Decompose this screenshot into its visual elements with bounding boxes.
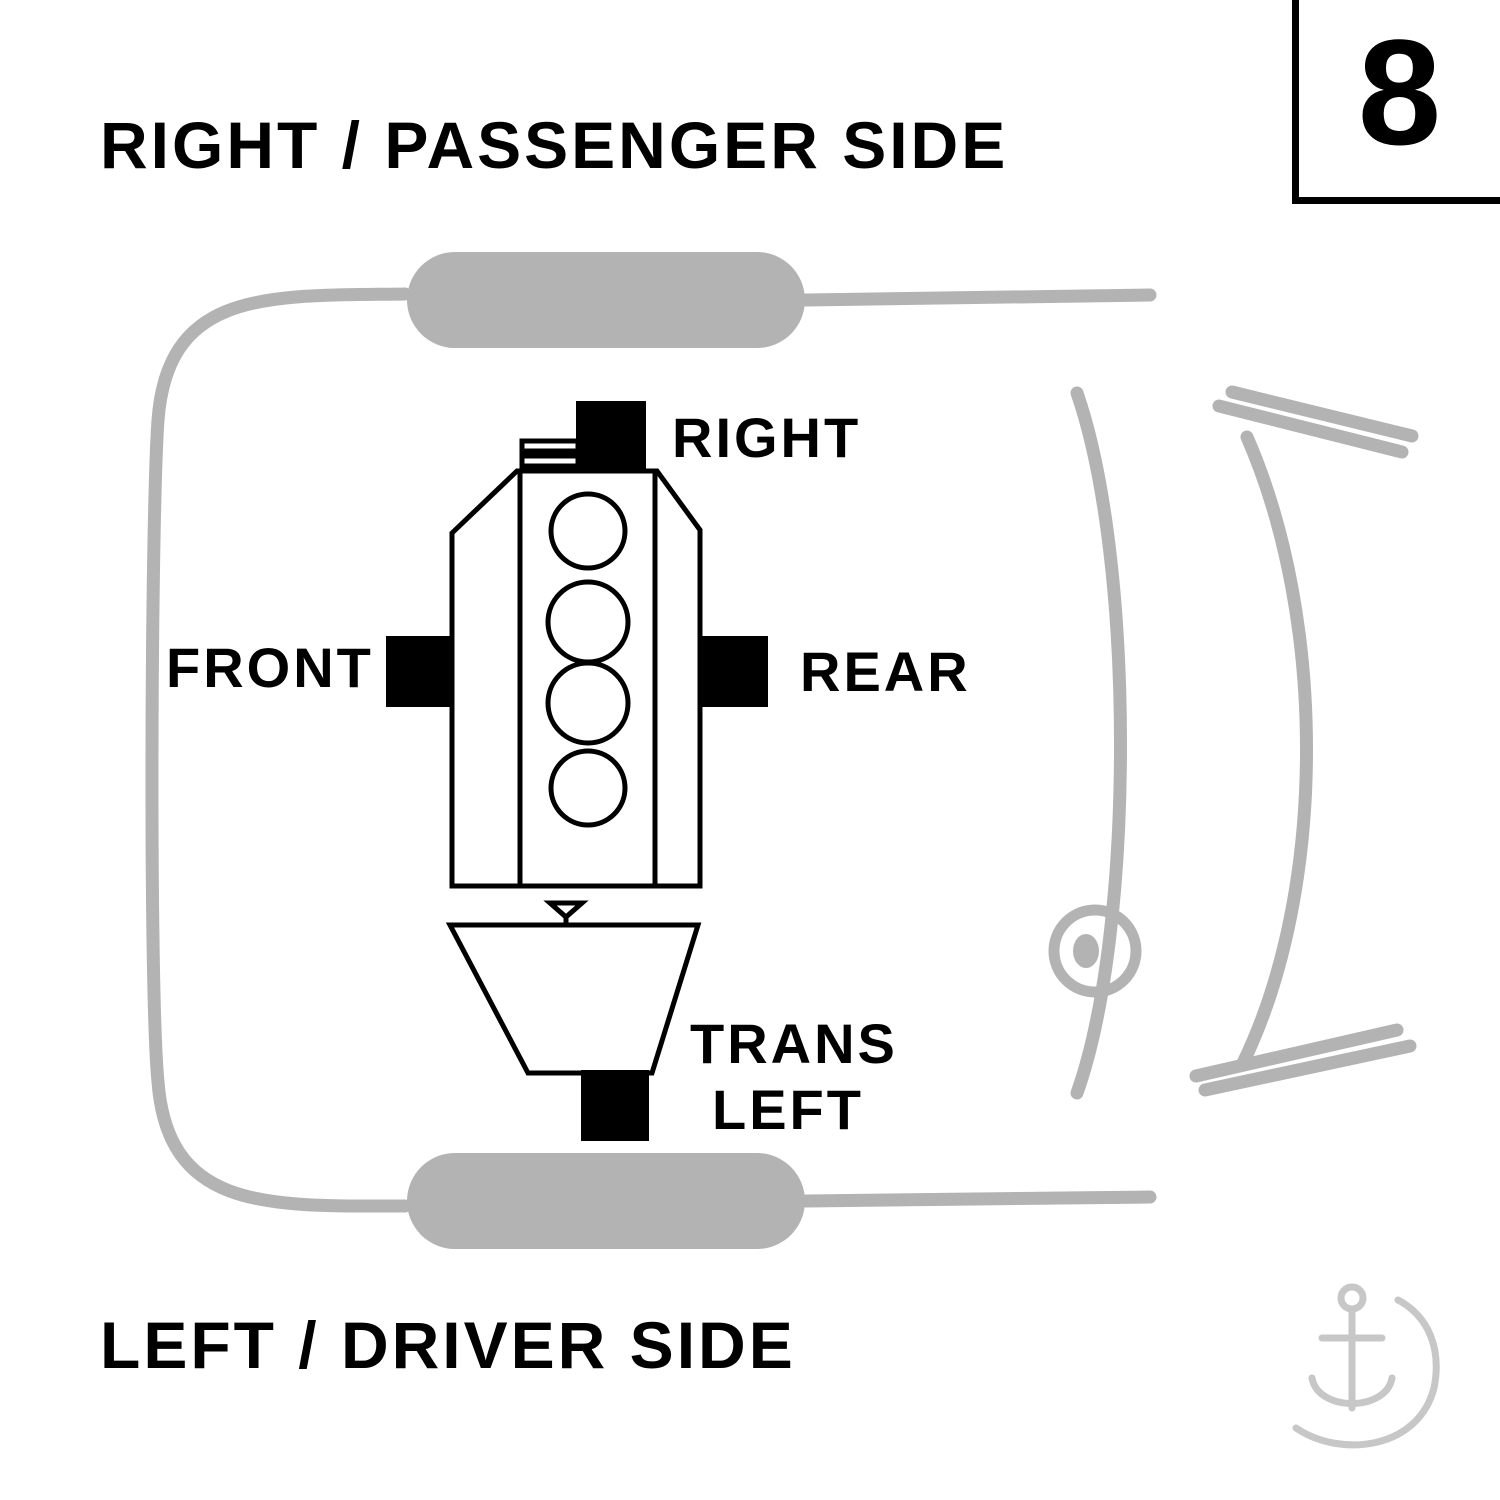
bottom-side-label: LEFT / DRIVER SIDE [100,1308,796,1382]
top-side-label: RIGHT / PASSENGER SIDE [100,108,1009,182]
mount-label-right: RIGHT [672,406,862,469]
funnel-marker [543,900,589,925]
engine-group [445,438,703,1076]
mount-label-rear: REAR [800,640,971,703]
a-pillar-line-1 [1225,385,1419,443]
mount-label-front: FRONT [166,636,374,699]
steering-wheel-hub [1073,934,1099,968]
brand-watermark-icon [1292,1283,1440,1449]
engine-mount-trans-left [581,1070,649,1141]
c-pillar-line-2 [1189,1023,1404,1083]
mount-markers [386,401,768,1141]
car-outline [145,287,1419,1213]
c-pillar-line-1 [1198,1039,1417,1097]
tire-bottom [407,1153,805,1249]
a-pillar-line-2 [1212,399,1409,459]
cylinder-2 [545,579,631,665]
engine-mount-rear [700,636,768,707]
watermark-flukes [1308,1374,1396,1407]
cylinder-4 [548,748,628,828]
car-body-outline [145,287,412,1213]
engine-mount-front [386,636,452,707]
car-bottom-body-line [799,1190,1157,1208]
figure-number: 8 [1357,8,1442,176]
steering-wheel-rim [1048,904,1142,998]
watermark-swoosh [1292,1296,1440,1449]
cylinder-3 [545,660,631,746]
figure-number-box: 8 [1292,0,1500,204]
mount-bolt-2 [519,453,581,469]
mount-bolt-1 [519,438,581,454]
cylinder-1 [548,491,628,571]
engine-mount-right [576,401,646,471]
steering-wheel-icon [1048,904,1142,998]
windshield-curve [1070,386,1127,1100]
watermark-ring [1337,1283,1367,1313]
roof-curve [1236,430,1313,1070]
transmission [445,922,702,1076]
mount-label-trans-line1: TRANS [690,1012,898,1075]
mount-label-trans-line2: LEFT [712,1078,864,1141]
tire-top [407,252,805,348]
car-top-body-line [799,288,1157,307]
